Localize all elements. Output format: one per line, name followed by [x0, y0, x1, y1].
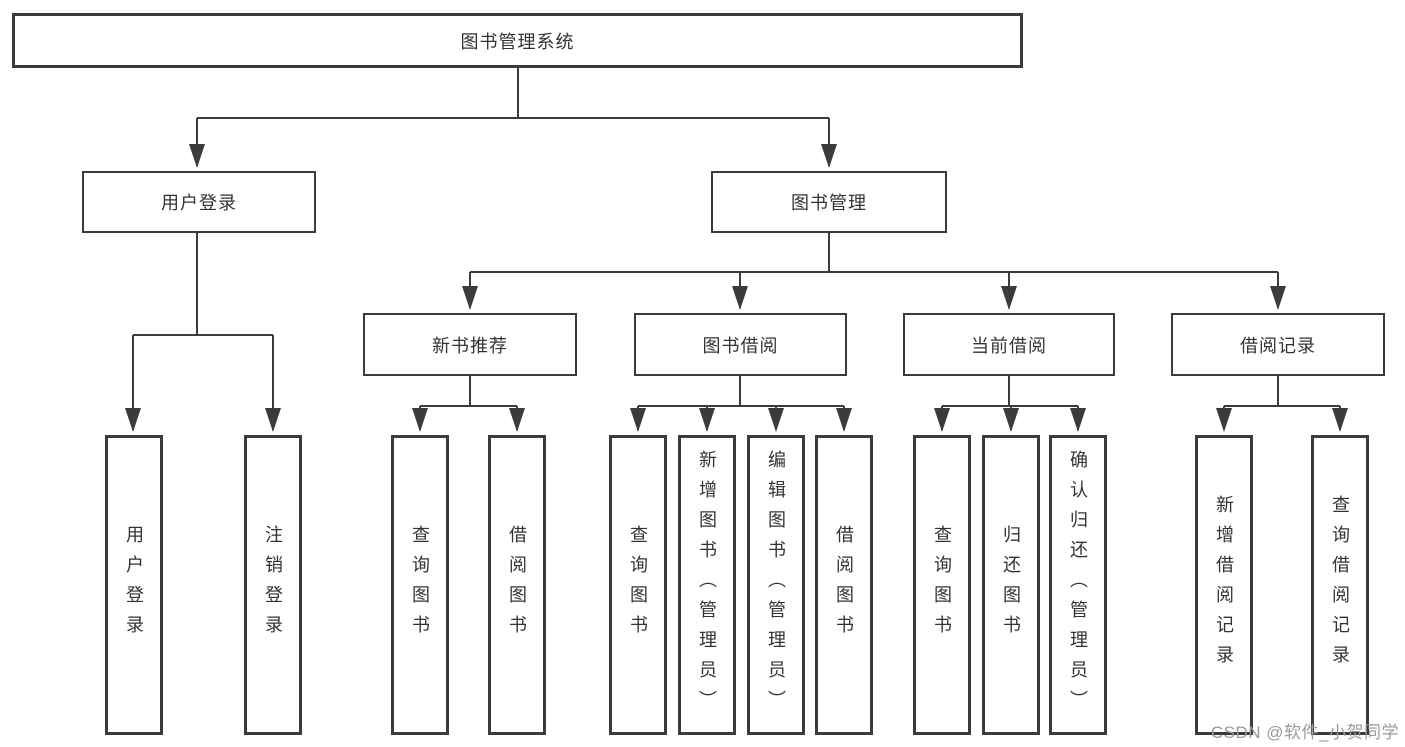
leaf-query-books-current: 查询图书 — [913, 435, 971, 735]
node-current-borrow-label: 当前借阅 — [971, 335, 1047, 356]
node-new-book-recommend-label: 新书推荐 — [432, 335, 508, 356]
leaf-label: 查询图书 — [628, 525, 648, 645]
leaf-query-books-recommend: 查询图书 — [391, 435, 449, 735]
leaf-confirm-return-admin: 确认归还（管理员） — [1049, 435, 1107, 735]
leaf-add-books-admin: 新增图书（管理员） — [678, 435, 736, 735]
watermark: CSDN @软件_小贺同学 — [1210, 723, 1399, 742]
node-book-management-label: 图书管理 — [791, 193, 867, 213]
node-book-borrow: 图书借阅 — [634, 313, 847, 376]
node-borrow-records-label: 借阅记录 — [1240, 335, 1316, 356]
node-current-borrow: 当前借阅 — [903, 313, 1115, 376]
node-borrow-records: 借阅记录 — [1171, 313, 1385, 376]
leaf-label: 注销登录 — [263, 525, 283, 645]
node-root-label: 图书管理系统 — [460, 31, 575, 52]
node-user-login-label: 用户登录 — [161, 193, 237, 213]
leaf-label: 借阅图书 — [834, 525, 854, 645]
leaf-label: 查询图书 — [932, 525, 952, 645]
leaf-return-books: 归还图书 — [982, 435, 1040, 735]
leaf-borrow-books-recommend: 借阅图书 — [488, 435, 546, 735]
leaf-logout: 注销登录 — [244, 435, 302, 735]
leaf-label: 归还图书 — [1001, 525, 1021, 645]
leaf-user-login: 用户登录 — [105, 435, 163, 735]
node-root: 图书管理系统 — [12, 13, 1023, 68]
leaf-label: 用户登录 — [124, 525, 144, 645]
leaf-label: 查询图书 — [410, 525, 430, 645]
node-book-management: 图书管理 — [711, 171, 947, 233]
leaf-label: 新增图书（管理员） — [697, 450, 717, 720]
node-book-borrow-label: 图书借阅 — [702, 335, 779, 356]
leaf-label: 编辑图书（管理员） — [766, 450, 786, 720]
leaf-label: 借阅图书 — [507, 525, 527, 645]
leaf-label: 确认归还（管理员） — [1068, 450, 1088, 720]
leaf-query-borrow-record: 查询借阅记录 — [1311, 435, 1369, 735]
leaf-edit-books-admin: 编辑图书（管理员） — [747, 435, 805, 735]
leaf-borrow-books: 借阅图书 — [815, 435, 873, 735]
leaf-query-books-borrow: 查询图书 — [609, 435, 667, 735]
leaf-label: 新增借阅记录 — [1214, 495, 1234, 675]
node-new-book-recommend: 新书推荐 — [363, 313, 577, 376]
node-user-login: 用户登录 — [82, 171, 316, 233]
leaf-label: 查询借阅记录 — [1330, 495, 1350, 675]
leaf-add-borrow-record: 新增借阅记录 — [1195, 435, 1253, 735]
